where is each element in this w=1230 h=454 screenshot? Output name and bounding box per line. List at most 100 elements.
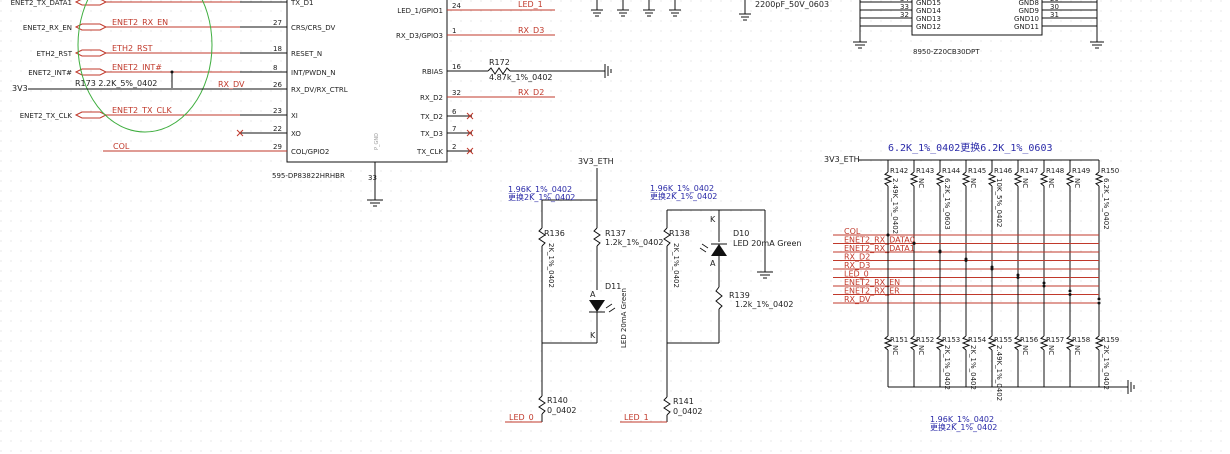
r137-resistor[interactable]: R137 1.2k_1%_0402 <box>593 200 663 290</box>
strap-bottom-resistors: R151NCR152NCR1532K_1%_0402R1542K_1%_0402… <box>883 233 1119 402</box>
r141-resistor[interactable]: R141 0_0402 <box>663 343 702 422</box>
strap-value: NC <box>1047 345 1055 355</box>
phy-ic[interactable]: 595-DP83822HRHBR 33 P_GND TX_D1CRS/CRS_D… <box>236 0 474 207</box>
r138-resistor[interactable]: R138 2K_1%_0402 <box>663 210 690 343</box>
d10-gnd-icon <box>757 271 773 279</box>
r173-label: R173 2.2K_5%_0402 <box>75 79 157 88</box>
strap-value: NC <box>891 345 899 355</box>
phy-pin-number: 23 <box>273 107 282 115</box>
left-net-name: ENET2_RX_EN <box>112 18 168 27</box>
d10-led[interactable]: K A D10 LED 20mA Green <box>699 210 801 287</box>
led-section: 3V3_ETH 1.96K_1%_0402 更换2K_1%_0402 R136 … <box>505 157 801 423</box>
connector-pin: GND829 <box>1018 0 1097 7</box>
r138-note2: 更换2K_1%_0402 <box>650 191 717 201</box>
strap-value: NC <box>917 345 925 355</box>
phy-gnd-icon <box>367 199 383 207</box>
phy-pin-name: COL/GPIO2 <box>291 148 329 156</box>
phy-pin[interactable]: TX_D1 <box>240 0 313 7</box>
left-net-name: ENET2_TX_CLK <box>112 106 172 115</box>
r138-ref: R138 <box>669 229 690 238</box>
led1-net: LED_1 <box>518 0 543 9</box>
r137-value: 1.2k_1%_0402 <box>605 238 663 247</box>
strap-top-resistors: R1422.49K_1%_0402R143NCR1446.2K_1%_0603R… <box>883 160 1119 301</box>
r139-resistor[interactable]: R139 1.2k_1%_0402 <box>715 286 793 343</box>
phy-pin-number: 8 <box>273 64 277 72</box>
connector-left-pins: 34GND1533GND1432GND13GND12 <box>860 0 942 31</box>
strap-net: ENET2_RX_DATA1 <box>833 244 1099 253</box>
phy-pin[interactable]: INT/PWDN_N 8 <box>240 64 335 77</box>
rxd3-net: RX_D3 <box>518 26 544 35</box>
phy-pin-name: RX_D3/GPIO3 <box>396 32 443 40</box>
left-net-label: ENET2_TX_CLK <box>20 112 73 120</box>
d10-cathode: K <box>710 215 716 224</box>
phy-epad-label: P_GND <box>374 133 380 150</box>
r138-note1: 1.96K_1%_0402 <box>650 184 714 193</box>
d11-led[interactable]: A K D11 LED 20mA Green <box>589 282 628 348</box>
strap-ref: R154 <box>968 336 987 344</box>
r140-resistor[interactable]: R140 0_0402 <box>538 343 576 422</box>
gnd-icon <box>617 0 629 17</box>
strap-value: 2.49K_1%_0402 <box>995 345 1003 401</box>
d11-value: LED 20mA Green <box>620 288 628 348</box>
left-net-label: ENET2_RX_EN <box>23 24 72 32</box>
strap-ref: R145 <box>968 167 986 175</box>
phy-pin-number: 27 <box>273 19 282 27</box>
left-net-label: ETH2_RST <box>37 50 73 58</box>
col-net: COL <box>113 142 130 151</box>
strap-ref: R153 <box>942 336 960 344</box>
phy-pin-name: RBIAS <box>422 68 444 76</box>
phy-pin-name: INT/PWDN_N <box>291 69 335 77</box>
connector[interactable]: 8950-Z20CB30DPT 34GND1533GND1432GND13GND… <box>853 0 1104 56</box>
strap-ref: R152 <box>916 336 934 344</box>
strap-net-name: RX_D3 <box>844 261 870 270</box>
gnd-icon <box>591 0 603 17</box>
phy-pin[interactable]: TX_D37 <box>420 125 474 138</box>
phy-pin[interactable]: RESET_N18 <box>240 45 322 58</box>
strap-ref: R146 <box>994 167 1013 175</box>
d11-cathode: K <box>590 331 596 340</box>
connector-pin-name: GND11 <box>1014 23 1039 31</box>
phy-pin[interactable]: TX_D26 <box>420 108 474 121</box>
phy-pin-number: 1 <box>452 27 456 35</box>
strap-title: 6.2K_1%_0402更换6.2K_1%_0603 <box>888 141 1053 154</box>
strap-value: 6.2K_1%_0402 <box>1102 178 1110 230</box>
strap-note1: 1.96K_1%_0402 <box>930 415 994 424</box>
r136-resistor[interactable]: 1.96K_1%_0402 更换2K_1%_0402 R136 2K_1%_04… <box>508 185 575 343</box>
strap-ref: R157 <box>1046 336 1064 344</box>
strap-net-name: LED_0 <box>844 270 869 279</box>
r173-resistor[interactable]: R173 2.2K_5%_0402 <box>75 70 174 89</box>
connector-pin-number: 30 <box>1050 3 1059 11</box>
led0-net: LED_0 <box>509 413 534 422</box>
r139-value: 1.2k_1%_0402 <box>735 300 793 309</box>
left-net: ENET2_RX_EN ENET2_RX_EN <box>23 18 240 32</box>
r172-value: 4.87k_1%_0402 <box>489 73 553 82</box>
left-net: ENET2_TX_DATA1 <box>11 0 240 7</box>
r172-resistor[interactable]: R172 4.87k_1%_0402 <box>447 58 612 82</box>
led-emit-icon <box>605 303 616 313</box>
phy-pin-number: 16 <box>452 63 461 71</box>
highlight-ellipse <box>77 0 213 133</box>
connector-pin-name: GND14 <box>916 7 942 15</box>
r136-note2: 更换2K_1%_0402 <box>508 192 575 202</box>
